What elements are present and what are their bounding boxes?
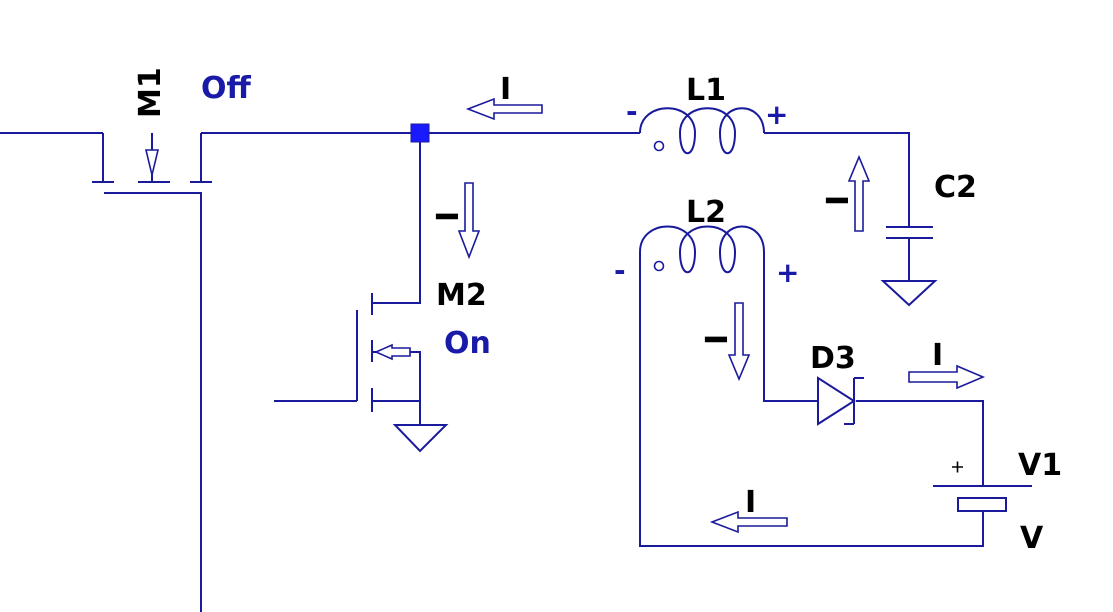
v1-label: V1	[1018, 448, 1062, 483]
wire-l2-right-down	[763, 252, 818, 402]
l1-plus-label: +	[765, 98, 788, 131]
m1-label: M1	[133, 67, 168, 118]
c2-label: C2	[934, 170, 977, 205]
junction-node[interactable]	[410, 123, 430, 143]
current-label-c2-up: I	[821, 195, 856, 206]
v1-battery[interactable]	[933, 461, 1032, 512]
c2-capacitor[interactable]	[886, 226, 933, 239]
l2-label: L2	[686, 195, 726, 230]
current-arrow-l1-top	[465, 97, 543, 121]
l2-minus-label: -	[614, 254, 626, 287]
wire-l2-left-down	[639, 252, 984, 547]
wire-node-to-m2	[372, 133, 421, 304]
m2-ground-symbol	[392, 424, 449, 453]
current-arrow-l2-down	[727, 302, 751, 382]
l2-inductor[interactable]	[639, 225, 765, 273]
m1-state-label: Off	[201, 71, 252, 106]
current-label-l1-top: I	[500, 72, 511, 107]
current-label-d3-right: I	[932, 338, 943, 373]
d3-label: D3	[810, 341, 856, 376]
current-arrow-c2-up	[847, 154, 871, 232]
current-arrow-m2-down	[457, 182, 481, 260]
wire-m2-source	[372, 400, 421, 425]
d3-diode[interactable]	[817, 376, 864, 426]
m2-state-label: On	[444, 326, 491, 361]
c2-ground-symbol	[880, 280, 938, 307]
wire-d3-to-v1	[856, 400, 984, 486]
current-arrow-d3-right	[908, 364, 986, 390]
current-label-return-left: I	[745, 485, 756, 520]
m2-label: M2	[436, 278, 487, 313]
current-arrow-return-left	[709, 510, 788, 534]
wire-l1-to-c2	[764, 132, 910, 227]
wire-m2-body	[382, 351, 421, 401]
wire-m1-gate-down	[107, 192, 202, 612]
l1-label: L1	[686, 73, 726, 108]
current-label-m2-down: I	[431, 211, 466, 222]
l1-minus-label: -	[626, 95, 638, 128]
m2-transistor[interactable]	[356, 293, 411, 412]
v1-value-label: V	[1020, 521, 1044, 556]
current-label-l2-down: I	[700, 334, 735, 345]
l1-inductor[interactable]	[639, 107, 765, 155]
m1-transistor[interactable]	[92, 133, 212, 194]
l2-plus-label: +	[776, 256, 799, 289]
